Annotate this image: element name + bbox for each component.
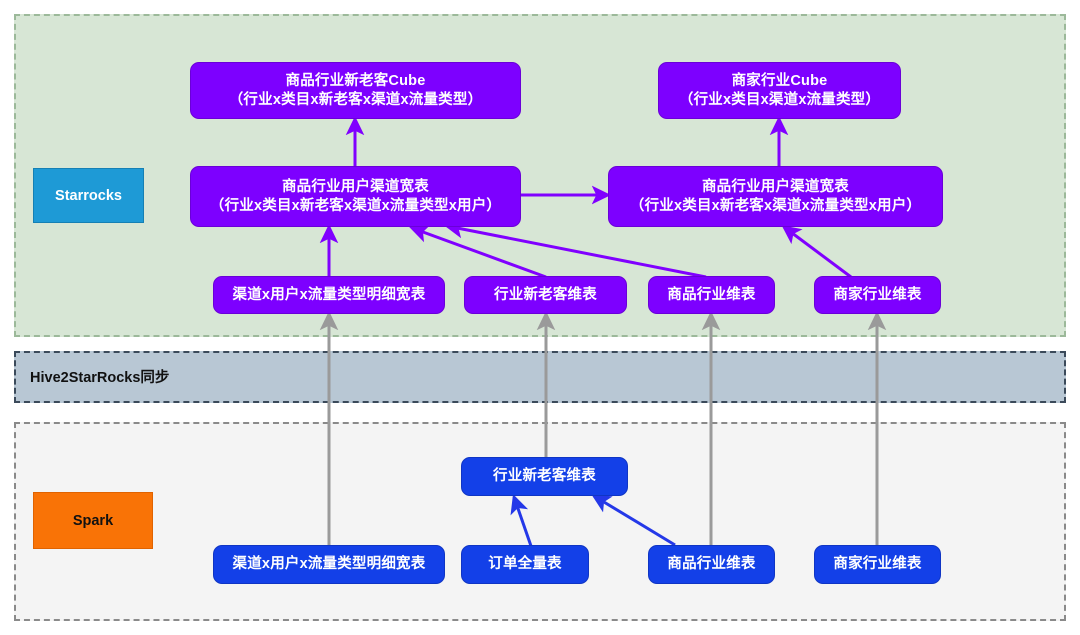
node-label: 渠道x用户x流量类型明细宽表 <box>232 286 426 303</box>
layer-tag-spark: Spark <box>33 492 153 549</box>
node-label: 商家行业维表 <box>833 286 922 303</box>
node-label: 行业新老客维表 <box>494 286 597 303</box>
node-label: 商品行业维表 <box>667 286 756 303</box>
node-product-industry-user-channel-wide-table-left[interactable]: 商品行业用户渠道宽表 （行业x类目x新老客x渠道x流量类型x用户） <box>190 166 521 227</box>
layer-tag-starrocks-label: Starrocks <box>55 187 122 204</box>
node-label: 渠道x用户x流量类型明细宽表 <box>232 556 426 573</box>
spark-layer-band <box>14 422 1066 621</box>
node-label: 商家行业Cube （行业x类目x渠道x流量类型） <box>678 72 881 108</box>
hive2starrocks-sync-band <box>14 351 1066 403</box>
node-spark-industry-new-old-customer-dim-table[interactable]: 行业新老客维表 <box>461 457 628 496</box>
node-label: 商家行业维表 <box>833 556 922 573</box>
node-product-industry-new-old-customer-cube[interactable]: 商品行业新老客Cube （行业x类目x新老客x渠道x流量类型） <box>190 62 521 119</box>
node-product-industry-user-channel-wide-table-right[interactable]: 商品行业用户渠道宽表 （行业x类目x新老客x渠道x流量类型x用户） <box>608 166 943 227</box>
node-starrocks-industry-new-old-customer-dim-table[interactable]: 行业新老客维表 <box>464 276 627 314</box>
node-merchant-industry-cube[interactable]: 商家行业Cube （行业x类目x渠道x流量类型） <box>658 62 901 119</box>
node-label: 商品行业用户渠道宽表 （行业x类目x新老客x渠道x流量类型x用户） <box>209 178 502 214</box>
layer-tag-starrocks: Starrocks <box>33 168 144 223</box>
sync-band-label: Hive2StarRocks同步 <box>30 370 170 386</box>
node-starrocks-channel-user-traffic-detail-wide-table[interactable]: 渠道x用户x流量类型明细宽表 <box>213 276 445 314</box>
node-spark-order-full-table[interactable]: 订单全量表 <box>461 545 589 584</box>
node-starrocks-merchant-industry-dim-table[interactable]: 商家行业维表 <box>814 276 941 314</box>
node-spark-channel-user-traffic-detail-wide-table[interactable]: 渠道x用户x流量类型明细宽表 <box>213 545 445 584</box>
node-label: 订单全量表 <box>488 556 562 573</box>
node-spark-merchant-industry-dim-table[interactable]: 商家行业维表 <box>814 545 941 584</box>
node-label: 商品行业维表 <box>667 556 756 573</box>
node-spark-product-industry-dim-table[interactable]: 商品行业维表 <box>648 545 775 584</box>
node-label: 商品行业用户渠道宽表 （行业x类目x新老客x渠道x流量类型x用户） <box>629 178 922 214</box>
node-starrocks-product-industry-dim-table[interactable]: 商品行业维表 <box>648 276 775 314</box>
node-label: 商品行业新老客Cube （行业x类目x新老客x渠道x流量类型） <box>228 72 483 108</box>
node-label: 行业新老客维表 <box>493 468 596 485</box>
layer-tag-spark-label: Spark <box>72 512 114 529</box>
